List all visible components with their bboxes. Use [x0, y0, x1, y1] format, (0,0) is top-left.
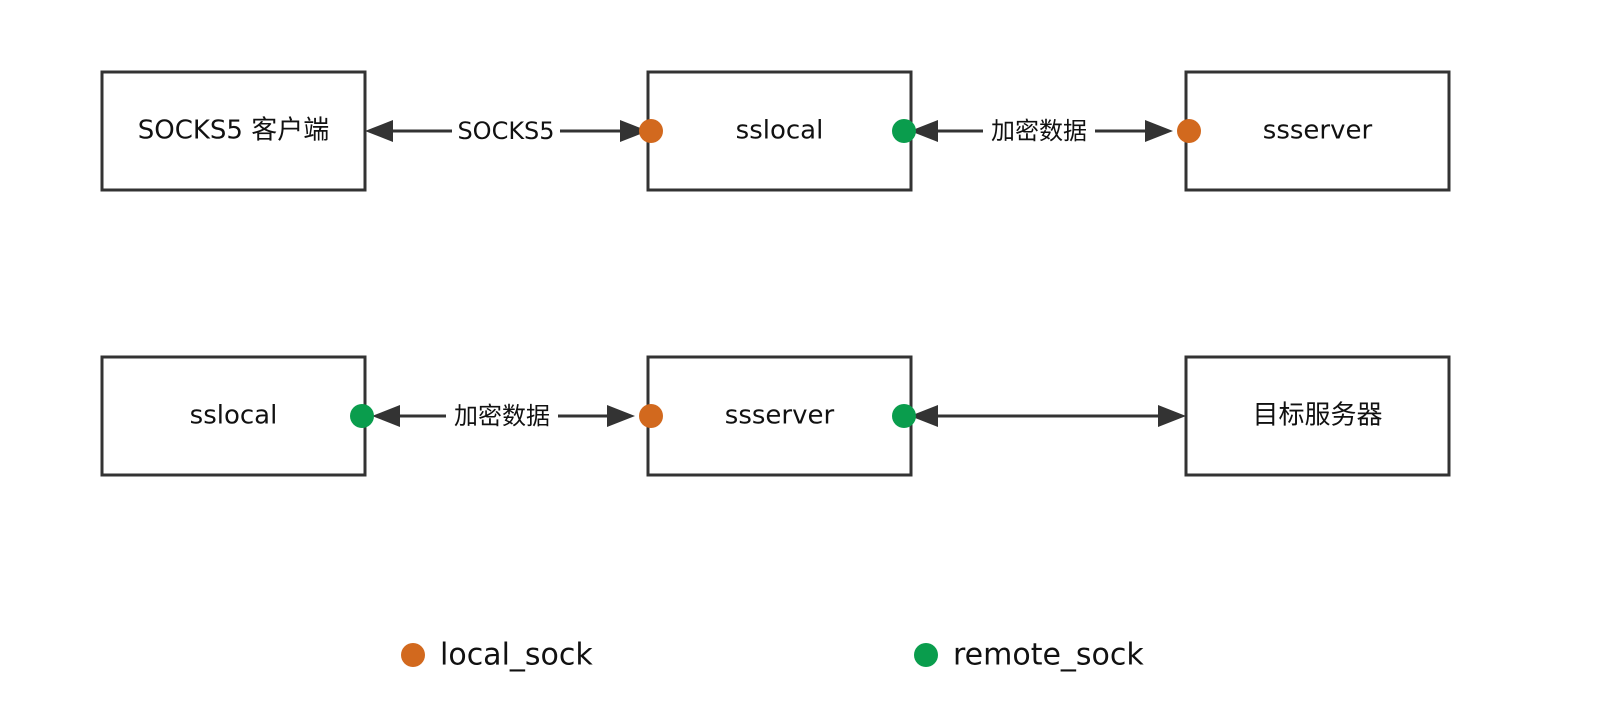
box-target-server-label: 目标服务器 [1252, 401, 1382, 431]
edge-label-encrypted-top: 加密数据 [991, 117, 1087, 145]
arrowhead-right-icon [1158, 405, 1186, 427]
box-target-server: 目标服务器 [1184, 355, 1451, 477]
arrowhead-left-icon [372, 405, 400, 427]
legend-label-remote-sock: remote_sock [953, 638, 1144, 673]
remote-sock-dot [350, 404, 374, 428]
arrowhead-left-icon [365, 120, 393, 142]
edge-label-socks5: SOCKS5 [457, 117, 554, 145]
arrowhead-right-icon [620, 120, 648, 142]
remote-sock-legend-dot [914, 643, 938, 667]
box-sslocal-top-label: sslocal [736, 116, 824, 146]
box-sslocal-bottom: sslocal [100, 355, 367, 477]
legend: local_sock remote_sock [401, 638, 1144, 673]
box-sslocal-bottom-label: sslocal [190, 401, 278, 431]
edge-sslocal-ssserver-bottom: 加密数据 [372, 400, 635, 432]
edge-label-encrypted-bottom: 加密数据 [454, 402, 550, 430]
arrowhead-right-icon [1145, 120, 1173, 142]
remote-sock-dot [892, 119, 916, 143]
box-ssserver-bottom: ssserver [646, 355, 913, 477]
local-sock-dot [1177, 119, 1201, 143]
edge-sslocal-ssserver-top: 加密数据 [910, 115, 1173, 147]
remote-sock-dot [892, 404, 916, 428]
local-sock-dot [639, 119, 663, 143]
arrowhead-right-icon [607, 405, 635, 427]
arrowhead-left-icon [910, 405, 938, 427]
legend-item-remote-sock: remote_sock [914, 638, 1144, 673]
legend-label-local-sock: local_sock [440, 638, 593, 673]
edge-client-sslocal: SOCKS5 [365, 115, 648, 147]
edge-ssserver-target [910, 405, 1186, 427]
box-sslocal-top: sslocal [646, 70, 913, 192]
box-socks5-client: SOCKS5 客户端 [100, 70, 367, 192]
box-ssserver-top-label: ssserver [1263, 116, 1373, 146]
box-ssserver-top: ssserver [1184, 70, 1451, 192]
arrowhead-left-icon [910, 120, 938, 142]
local-sock-dot [639, 404, 663, 428]
box-ssserver-bottom-label: ssserver [725, 401, 835, 431]
legend-item-local-sock: local_sock [401, 638, 593, 673]
local-sock-legend-dot [401, 643, 425, 667]
box-socks5-client-label: SOCKS5 客户端 [138, 116, 329, 146]
